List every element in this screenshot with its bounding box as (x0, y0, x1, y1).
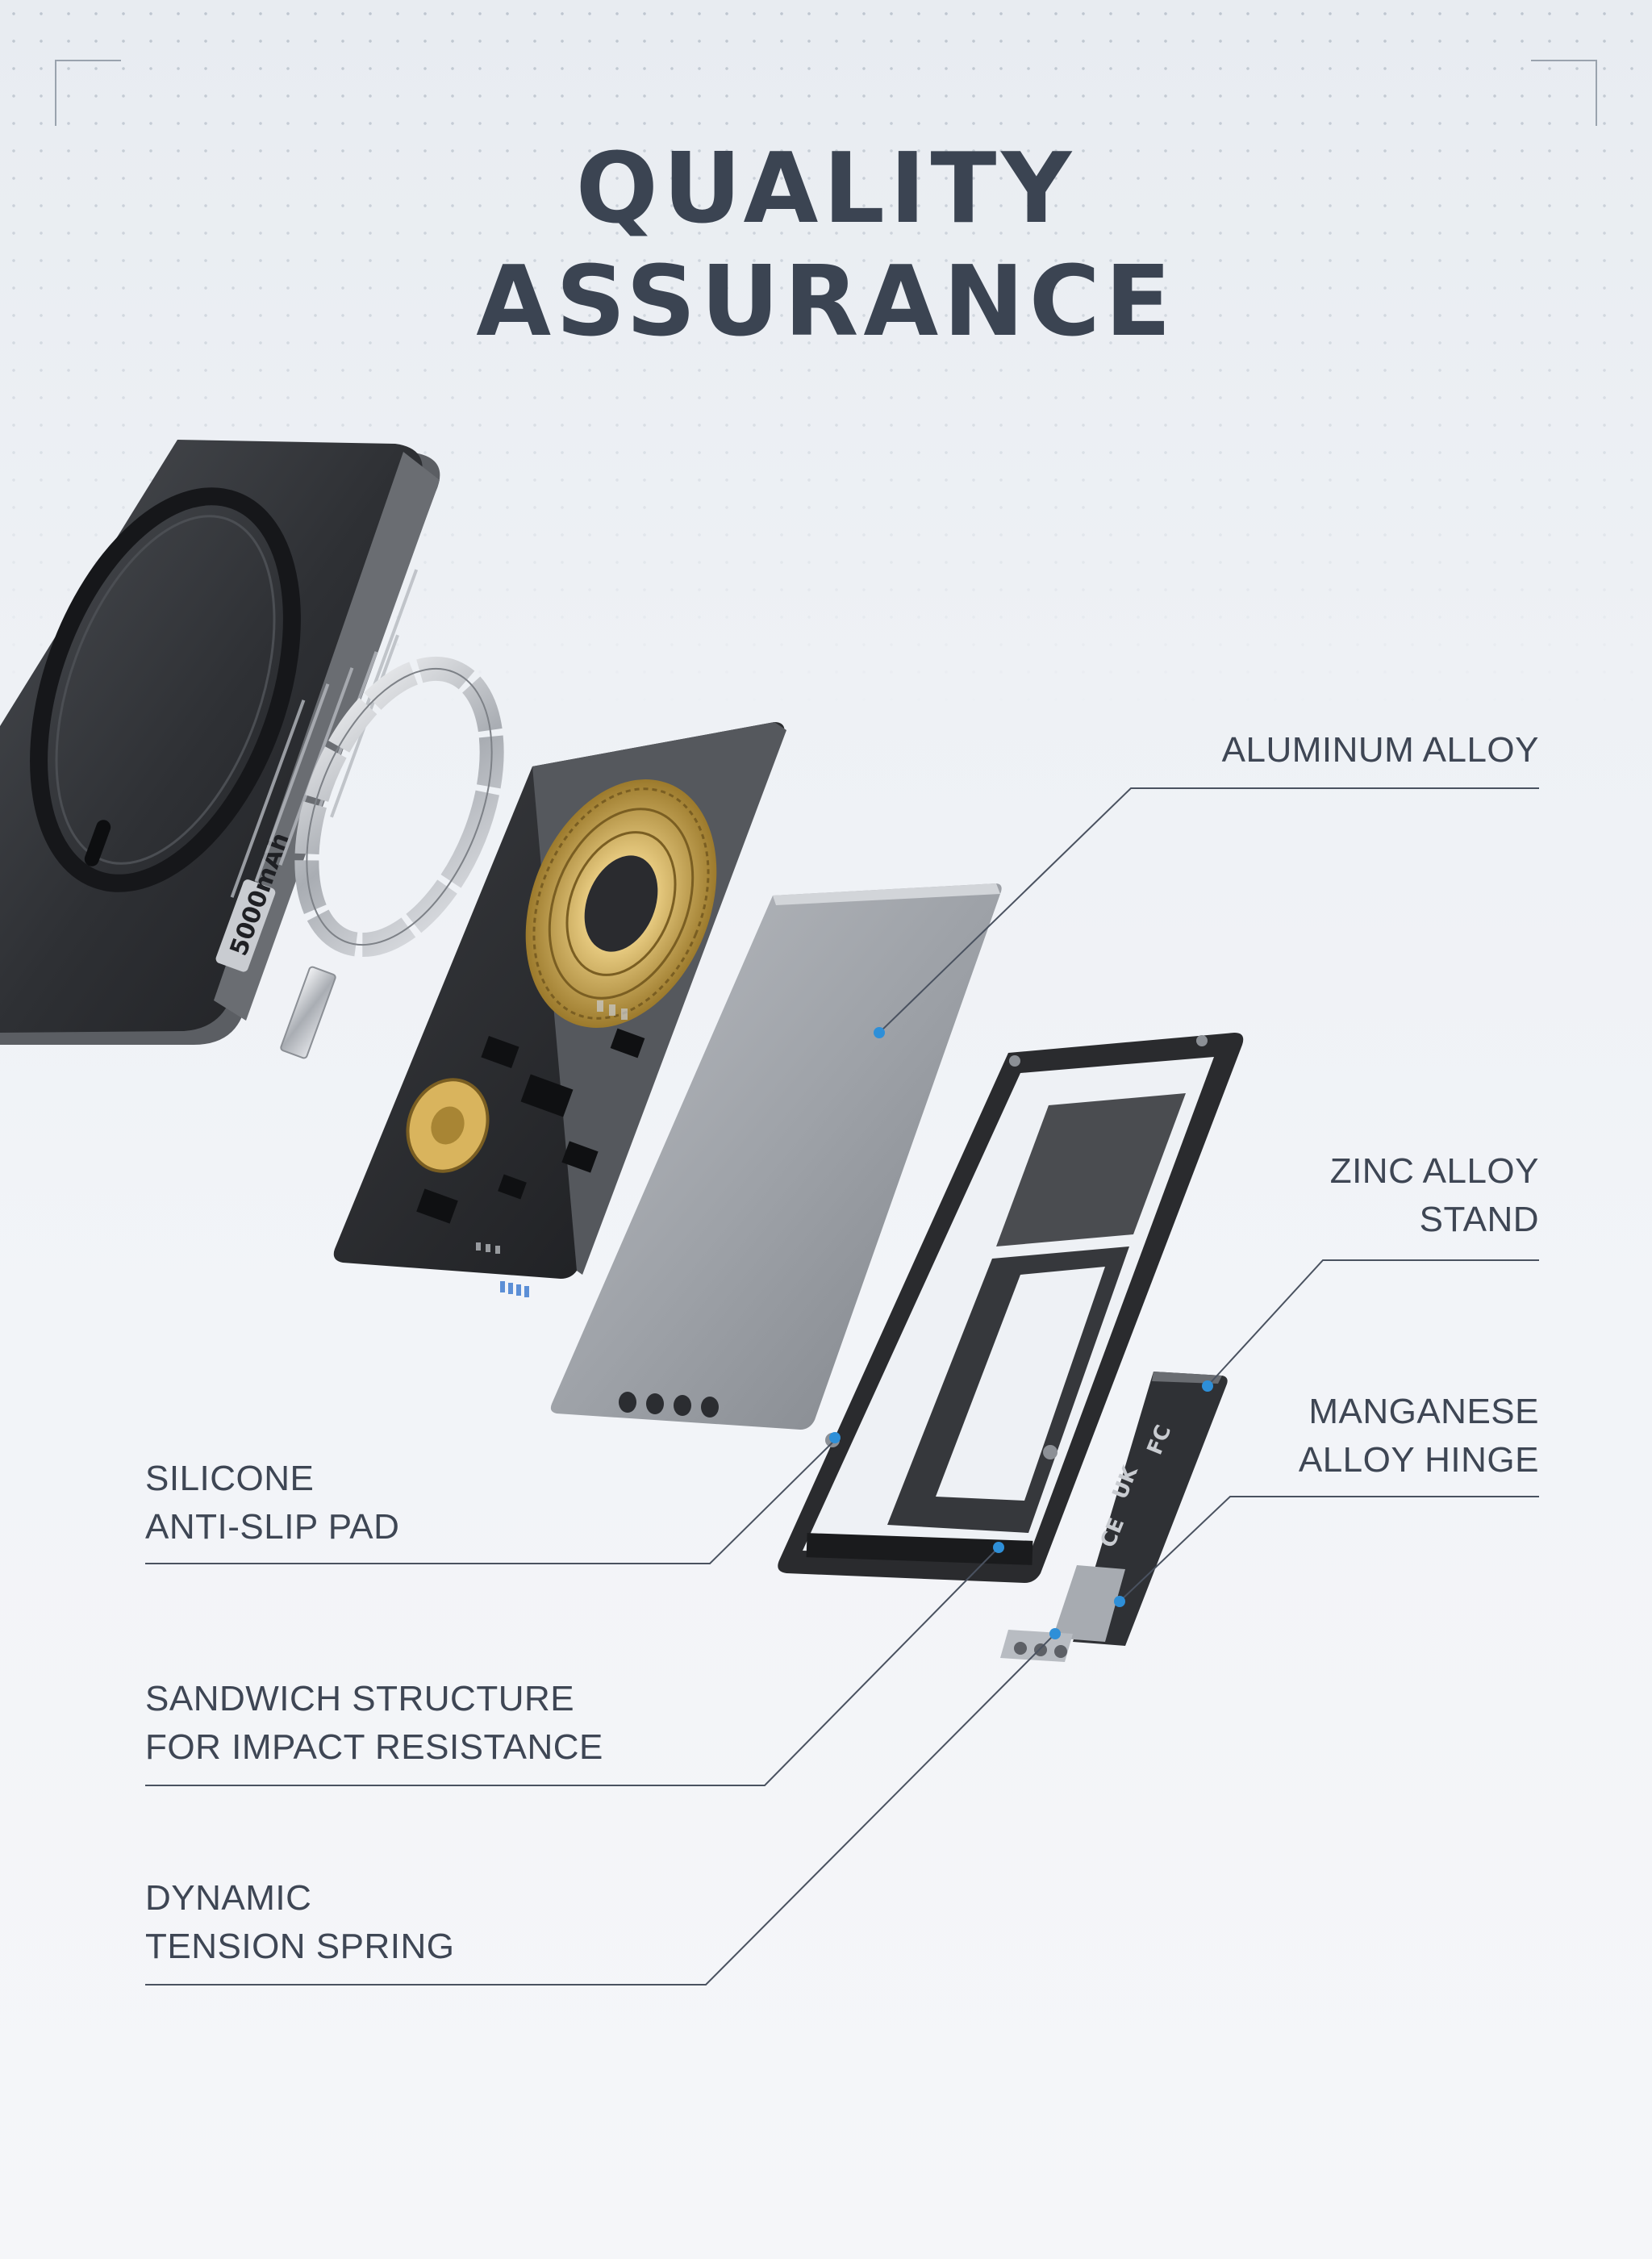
charging-coil (525, 779, 717, 1028)
label-aluminum-line1: ALUMINUM ALLOY (1221, 730, 1539, 770)
leader-manganese (1119, 1496, 1539, 1602)
label-sandwich-line2: FOR IMPACT RESISTANCE (145, 1727, 603, 1767)
label-manganese-line2: ALLOY HINGE (1298, 1440, 1539, 1480)
power-bank-shell: 5000mAh (0, 440, 440, 1045)
label-manganese-line1: MANGANESE (1308, 1392, 1539, 1431)
label-zinc-alloy-stand: ZINC ALLOY STAND (1055, 1147, 1539, 1244)
label-silicone-line2: ANTI-SLIP PAD (145, 1507, 400, 1547)
dot-silicone (829, 1432, 841, 1443)
leader-sandwich (145, 1547, 999, 1786)
corner-bracket-top-left (55, 60, 121, 126)
label-sandwich-structure: SANDWICH STRUCTURE FOR IMPACT RESISTANCE (145, 1675, 791, 1772)
page-title-line1: QUALITY (575, 133, 1077, 245)
label-spring-line2: TENSION SPRING (145, 1927, 455, 1966)
dot-manganese (1114, 1596, 1125, 1607)
leader-zinc (1205, 1259, 1539, 1388)
leader-dots (829, 1027, 1213, 1639)
dot-sandwich (993, 1542, 1004, 1553)
pcb-board (333, 722, 786, 1297)
label-silicone-line1: SILICONE (145, 1459, 315, 1498)
aluminum-plate (550, 883, 1002, 1430)
label-dynamic-tension-spring: DYNAMIC TENSION SPRING (145, 1874, 710, 1971)
label-manganese-alloy-hinge: MANGANESE ALLOY HINGE (1055, 1388, 1539, 1484)
stand-frame (778, 1033, 1244, 1583)
hinge-piece: FC UK CE (1000, 1372, 1228, 1662)
leader-silicone (145, 1439, 836, 1564)
label-sandwich-line1: SANDWICH STRUCTURE (145, 1679, 575, 1718)
magnet-ring (280, 656, 504, 1059)
leader-spring (145, 1633, 1056, 1985)
leader-lines (145, 787, 1539, 1985)
label-zinc-line1: ZINC ALLOY (1329, 1151, 1539, 1191)
dot-aluminum (874, 1027, 885, 1038)
corner-bracket-top-right (1531, 60, 1597, 126)
dot-spring (1049, 1628, 1061, 1639)
dot-zinc (1202, 1380, 1213, 1392)
label-silicone-anti-slip-pad: SILICONE ANTI-SLIP PAD (145, 1455, 710, 1551)
page-title-line2: ASSURANCE (476, 246, 1176, 358)
label-spring-line1: DYNAMIC (145, 1878, 312, 1918)
label-zinc-line2: STAND (1419, 1200, 1539, 1239)
label-aluminum-alloy: ALUMINUM ALLOY (974, 726, 1539, 775)
page-title: QUALITY ASSURANCE (0, 133, 1652, 359)
leader-aluminum (878, 787, 1539, 1033)
